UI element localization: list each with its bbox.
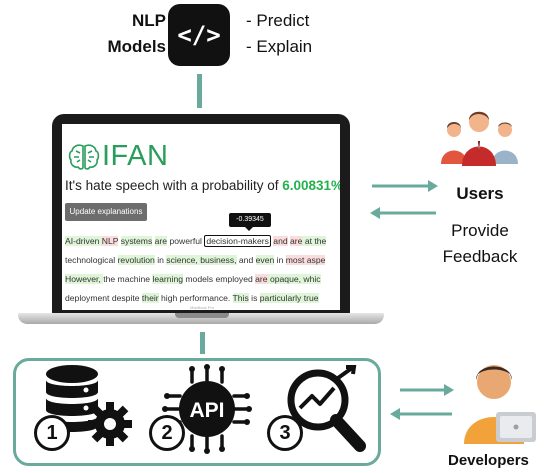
laptop-notch bbox=[175, 313, 229, 318]
explanation-token[interactable]: at the bbox=[302, 236, 327, 246]
step-number-1: 1 bbox=[34, 415, 70, 451]
explanation-token[interactable]: and bbox=[236, 255, 256, 265]
explanation-line: technological revolution in science, bus… bbox=[65, 251, 340, 270]
explanation-token[interactable]: opaque, whic bbox=[267, 274, 321, 284]
developer-icon bbox=[464, 365, 536, 444]
explanation-token[interactable]: in bbox=[154, 255, 167, 265]
model-capabilities: - Predict - Explain bbox=[246, 8, 312, 60]
explanation-token[interactable]: deployment despite bbox=[65, 293, 142, 303]
explanation-token[interactable]: most aspe bbox=[285, 255, 326, 265]
explanation-token[interactable]: However, bbox=[65, 274, 104, 284]
step-number-2: 2 bbox=[149, 415, 185, 451]
explanation-token[interactable]: and bbox=[273, 236, 288, 246]
arrowhead-to-users bbox=[428, 180, 438, 192]
explanation-token[interactable]: are bbox=[290, 236, 303, 246]
explanation-token[interactable]: AI-driven bbox=[65, 236, 102, 246]
tools-panel bbox=[13, 358, 381, 466]
explanation-token[interactable]: This bbox=[232, 293, 249, 303]
bottom-connector bbox=[200, 332, 205, 354]
nlp-models-title-line-1: NLP bbox=[132, 11, 166, 30]
attribution-tooltip: -0.39345 bbox=[229, 213, 271, 227]
explanation-line: deployment despite their high performanc… bbox=[65, 289, 340, 308]
users-group-icon bbox=[441, 111, 518, 166]
explain-bullet: - Explain bbox=[246, 37, 313, 56]
explanation-token[interactable]: systems bbox=[120, 236, 153, 246]
explanation-token[interactable]: particularly true bbox=[259, 293, 319, 303]
arrowhead-from-developers bbox=[390, 408, 400, 420]
developer-arrows bbox=[390, 384, 454, 420]
top-connector bbox=[197, 74, 202, 108]
arrowhead-from-users bbox=[370, 207, 380, 219]
explanation-token[interactable]: are bbox=[154, 236, 168, 246]
nlp-models-title: NLP Models bbox=[92, 8, 166, 60]
app-title: IFAN bbox=[102, 140, 169, 172]
explanation-token[interactable]: high performance. bbox=[158, 293, 233, 303]
api-chip-icon: API bbox=[162, 364, 252, 454]
users-feedback-line-1: Provide bbox=[451, 221, 509, 240]
explanation-token[interactable]: models employed bbox=[183, 274, 256, 284]
update-explanations-button[interactable]: Update explanations bbox=[65, 203, 147, 221]
svg-text:API: API bbox=[189, 399, 224, 422]
explanation-token[interactable]: learning bbox=[152, 274, 184, 284]
explanation-token[interactable]: is bbox=[248, 293, 260, 303]
explanation-token[interactable]: revolution bbox=[117, 255, 155, 265]
users-feedback-label: Provide Feedback bbox=[430, 218, 530, 270]
explanation-line: However, the machine learning models emp… bbox=[65, 270, 340, 289]
users-feedback-line-2: Feedback bbox=[442, 247, 518, 266]
developers-title: Developers bbox=[448, 452, 529, 469]
prediction-prefix: It's hate speech with a probability of bbox=[65, 178, 283, 193]
tooltip-arrow bbox=[245, 227, 253, 231]
arrowhead-to-developers bbox=[444, 384, 454, 396]
explanation-line: AI-driven NLP systems are powerful decis… bbox=[65, 232, 340, 251]
probability-value: 6.00831% bbox=[282, 178, 340, 193]
users-arrows bbox=[370, 180, 438, 219]
code-icon-glyph: </> bbox=[177, 21, 221, 49]
selected-token[interactable]: decision-makers bbox=[204, 235, 271, 247]
predict-bullet: - Predict bbox=[246, 11, 310, 30]
explanation-token[interactable]: science, business, bbox=[166, 255, 237, 265]
brain-icon bbox=[68, 144, 100, 170]
step-number-3: 3 bbox=[267, 415, 303, 451]
explanation-token[interactable]: in bbox=[274, 255, 286, 265]
laptop-screen: IFAN It's hate speech with a probability… bbox=[62, 124, 340, 310]
explanation-token[interactable]: powerful bbox=[167, 236, 205, 246]
explanation-token[interactable]: the machine bbox=[103, 274, 153, 284]
explanation-token[interactable]: their bbox=[141, 293, 159, 303]
explanation-token[interactable]: even bbox=[255, 255, 275, 265]
laptop-base bbox=[18, 313, 384, 324]
users-title: Users bbox=[456, 184, 504, 203]
nlp-models-title-line-2: Models bbox=[107, 37, 166, 56]
database-gear-icon bbox=[46, 365, 132, 446]
explanation-text: AI-driven NLP systems are powerful decis… bbox=[65, 232, 340, 308]
code-icon: </> bbox=[168, 4, 230, 66]
analytics-search-icon bbox=[287, 365, 366, 452]
explanation-token[interactable]: technological bbox=[65, 255, 118, 265]
explanation-token[interactable]: are bbox=[255, 274, 268, 284]
explanation-token[interactable]: NLP bbox=[101, 236, 119, 246]
prediction-text: It's hate speech with a probability of 6… bbox=[65, 178, 340, 193]
macbook-label: MacBook Pro bbox=[189, 305, 214, 310]
